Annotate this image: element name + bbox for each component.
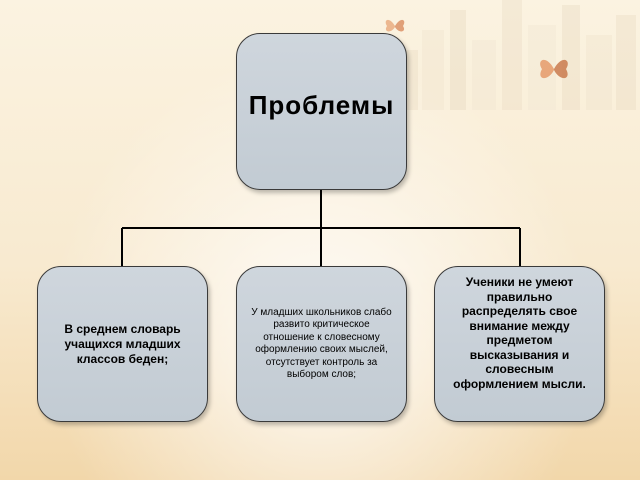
- child-node-2: У младших школьников слабо развито крити…: [236, 266, 407, 422]
- butterfly-icon: [385, 19, 405, 32]
- root-node: Проблемы: [236, 33, 407, 190]
- child-node-3: Ученики не умеют правильно распределять …: [434, 266, 605, 422]
- butterfly-icon: [540, 59, 568, 79]
- child-node-2-text: У младших школьников слабо развито крити…: [251, 306, 392, 381]
- child-node-1: В среднем словарь учащихся младших класс…: [37, 266, 208, 422]
- root-node-label: Проблемы: [248, 90, 395, 120]
- child-node-1-text: В среднем словарь учащихся младших класс…: [64, 321, 181, 366]
- child-node-3-text: Ученики не умеют правильно распределять …: [453, 275, 586, 391]
- city-skyline-decoration: [400, 0, 636, 110]
